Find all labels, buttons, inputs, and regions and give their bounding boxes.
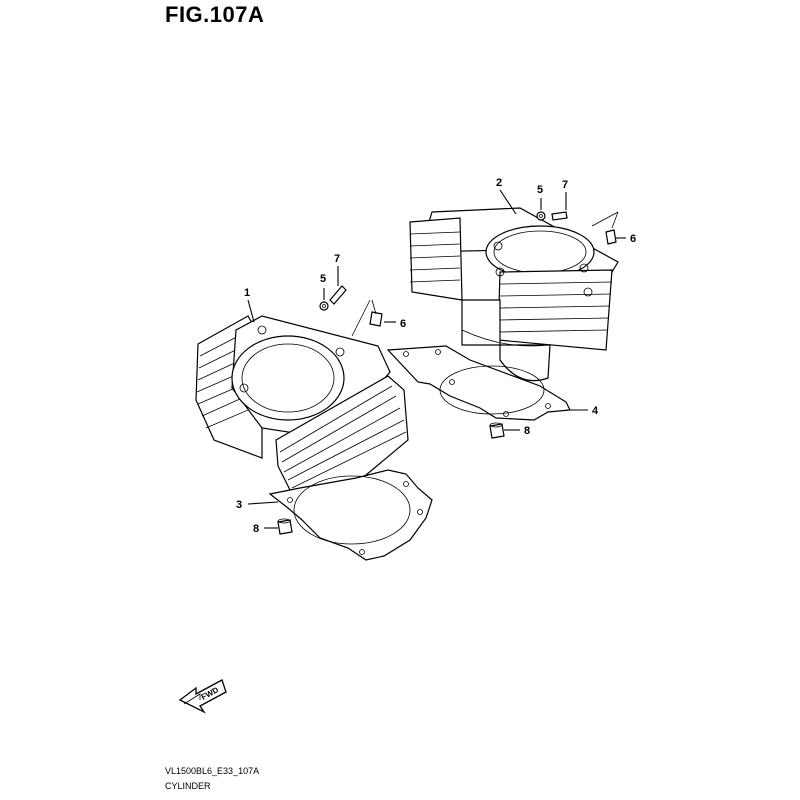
callout-3: 3 xyxy=(236,499,242,511)
callout-5-rear: 5 xyxy=(537,184,543,196)
rear-cylinder-gasket[interactable] xyxy=(386,345,571,421)
rear-cylinder[interactable] xyxy=(409,207,619,382)
figure-title: FIG.107A xyxy=(165,2,265,27)
front-dowel-8[interactable] xyxy=(277,518,293,535)
callout-6-rear: 6 xyxy=(630,233,636,245)
callout-6-front: 6 xyxy=(400,318,406,330)
front-washer-5[interactable] xyxy=(319,301,329,311)
front-cylinder-gasket[interactable] xyxy=(268,469,433,561)
callout-7-rear: 7 xyxy=(562,179,568,191)
rear-dowel-8[interactable] xyxy=(489,422,505,439)
rear-stud-7[interactable] xyxy=(551,211,568,221)
diagram-code: VL1500BL6_E33_107A xyxy=(165,766,260,776)
callout-8-rear: 8 xyxy=(524,425,530,437)
front-dowel-6[interactable] xyxy=(351,299,383,337)
callout-2: 2 xyxy=(496,177,502,189)
callout-4: 4 xyxy=(592,405,599,417)
callout-5-front: 5 xyxy=(320,273,326,285)
callout-8-front: 8 xyxy=(253,523,259,535)
callout-7-front: 7 xyxy=(334,253,340,265)
rear-dowel-6[interactable] xyxy=(591,211,619,245)
front-stud-7[interactable] xyxy=(329,285,347,305)
front-cylinder[interactable] xyxy=(195,315,409,491)
section-name: CYLINDER xyxy=(165,781,211,791)
fwd-arrow-icon: FWD xyxy=(178,679,227,714)
leader-lines xyxy=(247,189,626,529)
rear-washer-5[interactable] xyxy=(536,211,546,221)
callout-1: 1 xyxy=(244,287,250,299)
